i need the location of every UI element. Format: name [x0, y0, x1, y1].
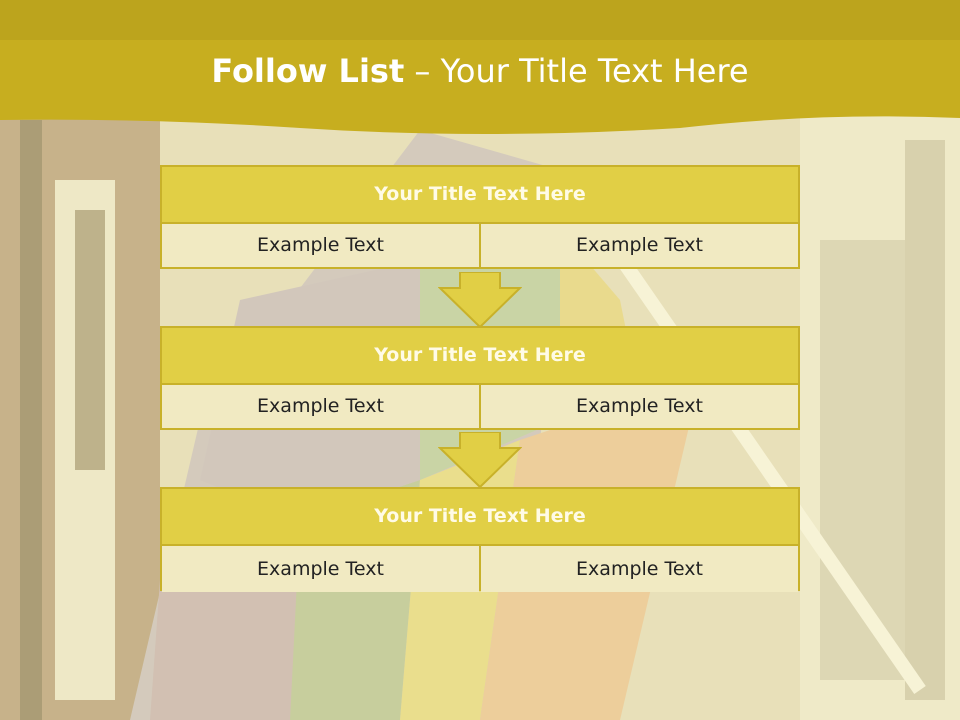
down-arrow-icon	[438, 272, 522, 328]
slide-title-rest: – Your Title Text Here	[414, 52, 749, 90]
block-title: Your Title Text Here	[162, 489, 798, 544]
block-cell-left: Example Text	[162, 385, 479, 428]
slide-title-bold: Follow List	[211, 52, 405, 90]
block-cell-right: Example Text	[481, 224, 798, 267]
slide-title: Follow List – Your Title Text Here	[0, 52, 960, 90]
list-block-1: Your Title Text Here Example Text Exampl…	[160, 165, 800, 269]
down-arrow-icon	[438, 432, 522, 488]
list-block-3: Your Title Text Here Example Text Exampl…	[160, 487, 800, 592]
block-cell-right: Example Text	[481, 385, 798, 428]
block-title: Your Title Text Here	[162, 167, 798, 222]
block-title: Your Title Text Here	[162, 328, 798, 383]
block-cell-left: Example Text	[162, 224, 479, 267]
block-cell-right: Example Text	[481, 546, 798, 592]
block-cell-left: Example Text	[162, 546, 479, 592]
list-block-2: Your Title Text Here Example Text Exampl…	[160, 326, 800, 430]
